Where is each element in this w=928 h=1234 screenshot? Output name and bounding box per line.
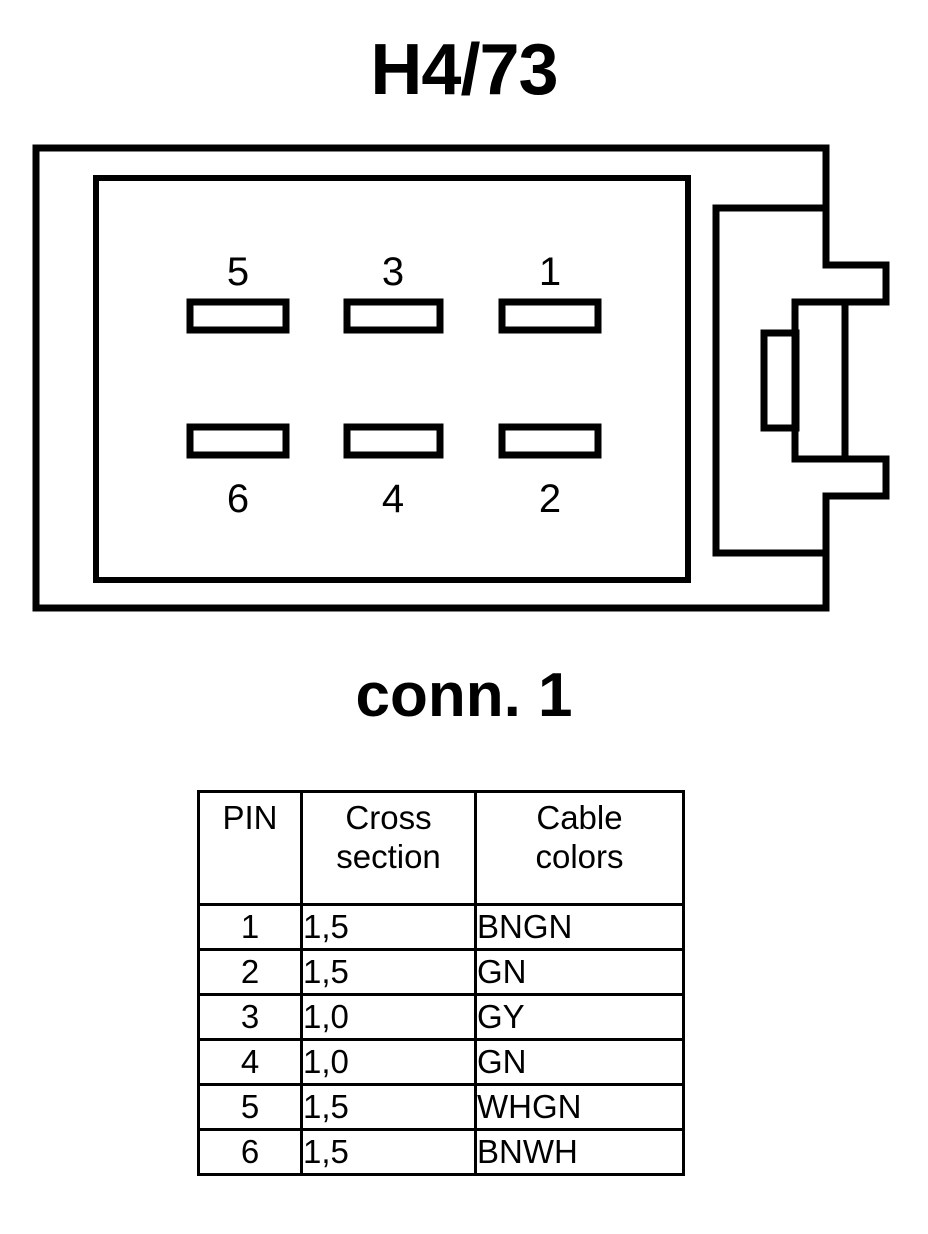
table-row: 6 1,5 BNWH bbox=[197, 1128, 685, 1176]
cell-cross-section: 1,5 bbox=[300, 1083, 477, 1131]
connector-latch-nub-inner bbox=[760, 329, 800, 432]
cell-cross-section: 1,5 bbox=[300, 1128, 477, 1176]
cell-cross-section: 1,5 bbox=[300, 903, 477, 951]
pin-label-4: 4 bbox=[382, 477, 404, 521]
pin-label-2: 2 bbox=[539, 477, 561, 521]
cell-pin: 4 bbox=[197, 1038, 303, 1086]
column-header-cross-section: Cross section bbox=[300, 790, 477, 906]
pin-slot-3 bbox=[343, 298, 444, 334]
cell-cable-colors: GN bbox=[474, 948, 685, 996]
pin-label-6: 6 bbox=[227, 477, 249, 521]
cell-cable-colors: GY bbox=[474, 993, 685, 1041]
pin-slot-1 bbox=[498, 298, 602, 334]
cell-pin: 6 bbox=[197, 1128, 303, 1176]
cell-cable-colors: BNWH bbox=[474, 1128, 685, 1176]
cell-cross-section: 1,0 bbox=[300, 1038, 477, 1086]
pin-slot-5 bbox=[186, 298, 290, 334]
cell-cross-section: 1,5 bbox=[300, 948, 477, 996]
table-row: 3 1,0 GY bbox=[197, 993, 685, 1041]
column-header-pin-text: PIN bbox=[222, 799, 278, 836]
connector-diagram: 5 3 1 6 4 2 bbox=[0, 130, 928, 630]
connector-caption: conn. 1 bbox=[355, 661, 573, 730]
table-row: 2 1,5 GN bbox=[197, 948, 685, 996]
pin-slot-6 bbox=[186, 423, 290, 459]
pin-assignment-table: PIN Cross section Cable colors 1 1,5 BNG… bbox=[197, 790, 685, 1176]
table-row: 5 1,5 WHGN bbox=[197, 1083, 685, 1131]
table-row: 4 1,0 GN bbox=[197, 1038, 685, 1086]
pin-label-3: 3 bbox=[382, 250, 404, 294]
connector-latch-nub-outer bbox=[791, 298, 849, 463]
column-header-color-line2: colors bbox=[535, 837, 624, 875]
cell-cable-colors: BNGN bbox=[474, 903, 685, 951]
connector-inner-face bbox=[93, 175, 691, 583]
pin-slot-4 bbox=[343, 423, 444, 459]
table-header-row: PIN Cross section Cable colors bbox=[197, 790, 685, 906]
column-header-cross-line2: section bbox=[336, 837, 441, 875]
column-header-cross-line1: Cross bbox=[345, 799, 432, 836]
pin-slot-2 bbox=[498, 423, 602, 459]
column-header-pin: PIN bbox=[197, 790, 303, 906]
cell-cable-colors: WHGN bbox=[474, 1083, 685, 1131]
column-header-color-line1: Cable bbox=[536, 799, 623, 836]
connector-outer-housing bbox=[32, 144, 830, 612]
cell-pin: 1 bbox=[197, 903, 303, 951]
cell-pin: 2 bbox=[197, 948, 303, 996]
connector-latch-body bbox=[716, 204, 890, 557]
cell-cable-colors: GN bbox=[474, 1038, 685, 1086]
pin-label-5: 5 bbox=[227, 250, 249, 294]
cell-cross-section: 1,0 bbox=[300, 993, 477, 1041]
pin-label-1: 1 bbox=[539, 250, 561, 294]
cell-pin: 3 bbox=[197, 993, 303, 1041]
page-title: H4/73 bbox=[370, 30, 558, 110]
cell-pin: 5 bbox=[197, 1083, 303, 1131]
table-row: 1 1,5 BNGN bbox=[197, 903, 685, 951]
column-header-cable-colors: Cable colors bbox=[474, 790, 685, 906]
